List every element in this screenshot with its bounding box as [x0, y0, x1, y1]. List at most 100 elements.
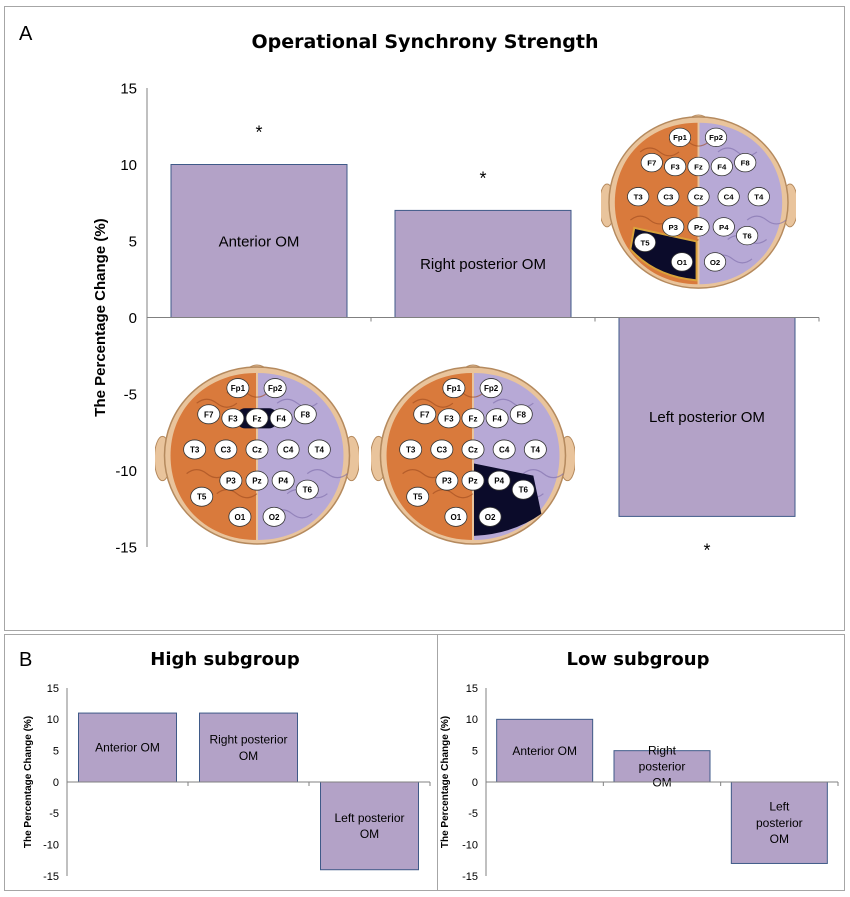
electrode-marker [269, 408, 293, 429]
electrode-label: T6 [519, 486, 529, 495]
electrode-label: Cz [468, 445, 478, 454]
bar-category-label: Left [769, 800, 790, 814]
electrode-label: P4 [494, 477, 504, 486]
bar-category-label: OM [360, 827, 379, 841]
electrode-marker [293, 404, 317, 425]
electrode-marker [190, 486, 214, 507]
electrode-marker [687, 217, 710, 237]
electrode-label: O1 [235, 513, 246, 522]
electrode-label: T3 [634, 193, 644, 202]
bar-category-label: posterior [639, 760, 686, 774]
electrode-marker [492, 439, 516, 460]
sulcus-line [522, 468, 564, 479]
electrode-marker [664, 156, 687, 177]
electrode-label: F7 [420, 410, 430, 419]
electrode-label: T5 [640, 238, 650, 247]
electrode-label: O1 [451, 513, 462, 522]
electrode-marker [717, 187, 740, 207]
electrode-label: T6 [743, 232, 753, 241]
y-tick-label: -5 [468, 808, 478, 820]
electrode-marker [214, 439, 238, 460]
electrode-label: C3 [663, 193, 674, 202]
y-tick-label: -5 [124, 386, 137, 403]
y-tick-label: 10 [47, 714, 59, 726]
electrode-marker [276, 439, 300, 460]
bar-category-label: OM [652, 776, 671, 790]
y-tick-label: -10 [115, 463, 137, 480]
electrode-marker [271, 470, 295, 491]
electrode-marker [442, 378, 466, 399]
y-tick-label: 15 [47, 683, 59, 695]
bar-category-label: posterior [756, 816, 803, 830]
electrode-marker [523, 439, 547, 460]
electrode-label: Cz [252, 445, 262, 454]
bar [618, 317, 796, 517]
electrode-marker [461, 470, 485, 491]
electrode-label: F3 [671, 162, 681, 171]
electrode-marker [221, 408, 245, 429]
y-tick-label: -10 [462, 840, 478, 852]
electrode-label: F4 [492, 414, 502, 423]
electrode-label: C4 [283, 445, 294, 454]
electrode-label: Fz [253, 414, 262, 423]
electrode-label: T3 [406, 445, 416, 454]
electrode-label: Cz [694, 193, 704, 202]
electrode-marker [704, 127, 728, 147]
electrode-label: C3 [221, 445, 232, 454]
electrode-label: F7 [647, 159, 656, 168]
electrode-marker [668, 127, 692, 147]
sulcus-line [412, 398, 454, 408]
electrode-label: P3 [668, 223, 678, 232]
electrode-label: T3 [190, 445, 200, 454]
electrode-marker [509, 404, 533, 425]
electrode-label: C3 [437, 445, 448, 454]
electrode-marker [633, 232, 657, 253]
sulcus-line [216, 489, 258, 499]
electrode-label: Fp1 [231, 384, 246, 393]
electrode-marker [461, 439, 485, 460]
bar [78, 712, 177, 783]
bar-category-label: Right posterior OM [420, 256, 546, 273]
y-tick-label: 15 [120, 80, 137, 97]
y-tick-label: 5 [129, 233, 137, 250]
y-tick-label: 0 [129, 310, 137, 327]
electrode-label: P4 [719, 223, 729, 232]
bar-category-label: Anterior OM [95, 741, 160, 755]
electrode-label: T5 [197, 493, 207, 502]
bar [199, 712, 298, 783]
electrode-marker [262, 506, 286, 527]
electrode-marker [662, 217, 685, 237]
electrode-label: O2 [710, 258, 721, 267]
electrode-label: P3 [442, 477, 452, 486]
electrode-marker [511, 479, 535, 500]
y-axis-title: The Percentage Change (%) [92, 218, 109, 416]
electrode-marker [197, 404, 221, 425]
electrode-label: Fp2 [709, 133, 723, 142]
electrode-marker [703, 252, 727, 272]
electrode-marker [461, 408, 485, 429]
y-tick-label: 10 [120, 157, 137, 174]
y-axis-title: The Percentage Change (%) [440, 716, 451, 848]
electrode-label: F8 [517, 410, 527, 419]
bar [613, 750, 711, 783]
y-tick-label: -15 [115, 539, 137, 556]
electrode-marker [226, 378, 250, 399]
electrode-marker [670, 252, 694, 272]
bar-category-label: Right posterior [209, 733, 287, 747]
electrode-marker [183, 439, 207, 460]
electrode-marker [245, 470, 269, 491]
electrode-marker [228, 506, 252, 527]
electrode-label: T5 [413, 493, 423, 502]
sulcus-line [746, 215, 787, 225]
electrode-marker [219, 470, 243, 491]
electrode-marker [399, 439, 423, 460]
electrode-marker [710, 156, 733, 177]
main-chart-title: Operational Synchrony Strength [251, 31, 599, 53]
electrode-marker [430, 439, 454, 460]
